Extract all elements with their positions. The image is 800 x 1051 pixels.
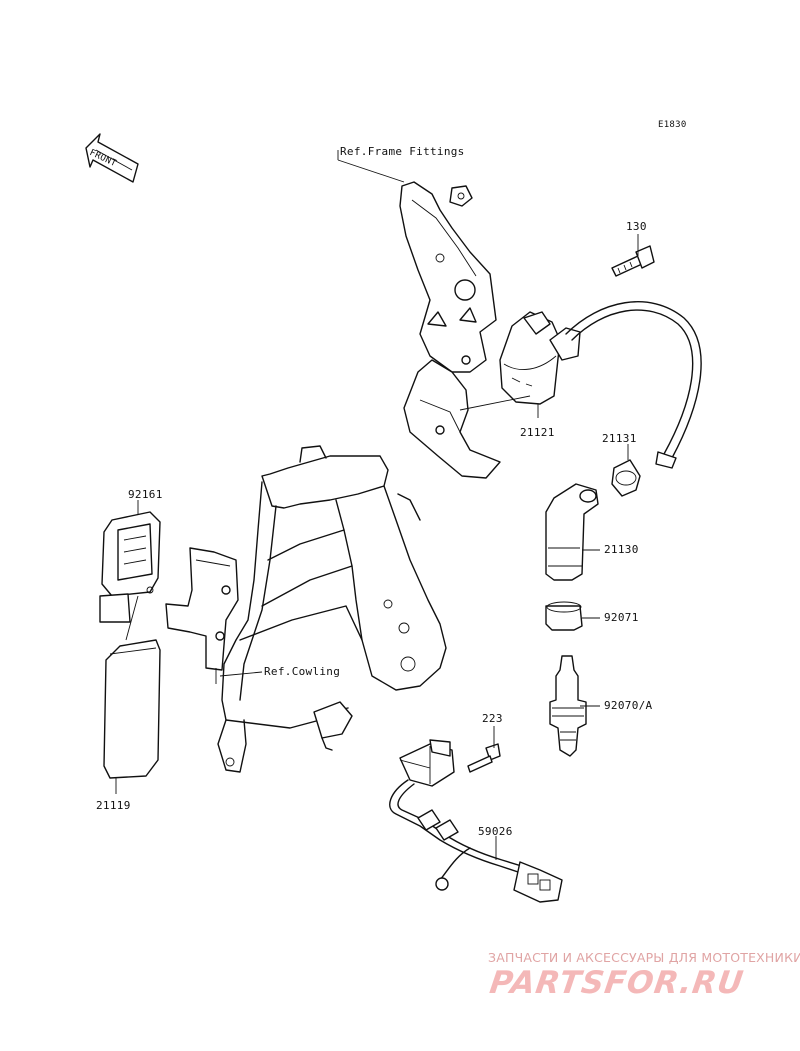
ignition-coil — [499, 311, 581, 405]
part-number-59026: 59026 — [478, 825, 513, 838]
seal-92071 — [545, 601, 583, 631]
high-tension-lead — [565, 301, 702, 469]
part-number-223: 223 — [482, 712, 503, 725]
bolt-130 — [611, 245, 655, 277]
ref-cowling-label: Ref.Cowling — [264, 665, 341, 678]
leader-lines — [115, 150, 639, 860]
screw-223 — [467, 743, 501, 773]
part-number-130: 130 — [626, 220, 647, 233]
part-number-21131: 21131 — [602, 432, 637, 445]
cap-21131 — [611, 459, 641, 497]
frame-stay — [208, 445, 447, 773]
plug-cap-21130 — [545, 483, 599, 581]
part-number-21121: 21121 — [520, 426, 555, 439]
front-arrow-icon — [85, 133, 139, 183]
part-number-92071: 92071 — [604, 611, 639, 624]
part-number-21119: 21119 — [96, 799, 131, 812]
wiring-harness-59026 — [389, 739, 563, 903]
watermark-tagline: ЗАПЧАСТИ И АКСЕССУАРЫ ДЛЯ МОТОТЕХНИКИ — [488, 950, 800, 965]
ecu-21119 — [103, 639, 161, 779]
part-number-92161: 92161 — [128, 488, 163, 501]
part-number-21130: 21130 — [604, 543, 639, 556]
ecu-holder-92161 — [99, 511, 161, 623]
ref-frame-fittings-label: Ref.Frame Fittings — [340, 145, 465, 158]
watermark-logo: PARTSFOR.RU — [487, 965, 747, 1001]
spark-plug-92070a — [549, 655, 587, 757]
part-number-92070a: 92070/A — [604, 699, 653, 712]
diagram-code: E1830 — [658, 120, 687, 130]
frame-fitting-bracket — [399, 181, 501, 479]
ecu-bracket — [165, 547, 239, 671]
